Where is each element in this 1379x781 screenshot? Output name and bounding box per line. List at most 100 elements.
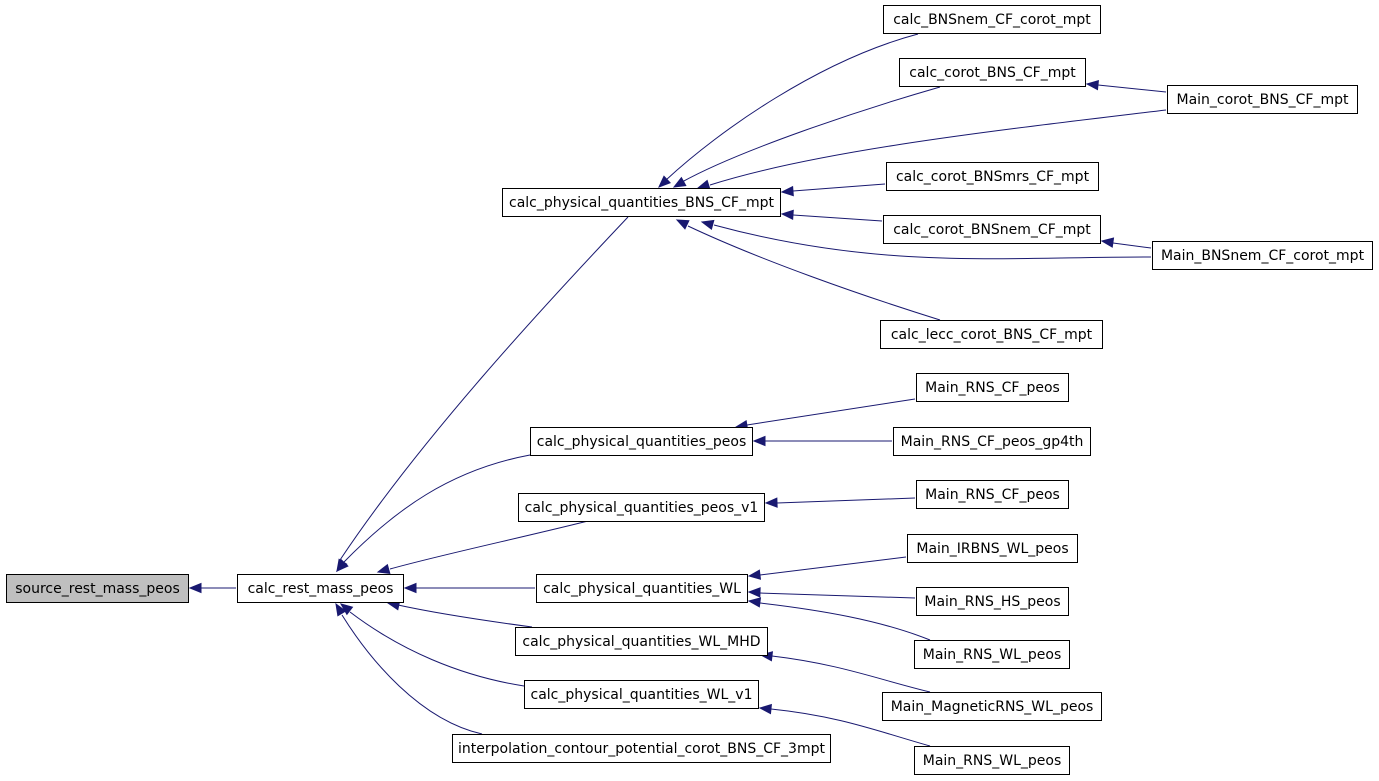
node-box[interactable] xyxy=(883,5,1101,34)
node-box[interactable] xyxy=(914,640,1070,669)
node-box[interactable] xyxy=(452,734,831,763)
node-box[interactable] xyxy=(916,480,1069,509)
node-box[interactable] xyxy=(524,680,759,709)
node-box[interactable] xyxy=(237,574,404,603)
node-label: calc_physical_quantities_BNS_CF_mpt xyxy=(509,195,774,211)
node-label: Main_corot_BNS_CF_mpt xyxy=(1177,92,1350,108)
node-box[interactable] xyxy=(883,215,1101,244)
edge-line xyxy=(709,109,1167,186)
node-label: Main_RNS_CF_peos_gp4th xyxy=(901,434,1084,450)
node-box[interactable] xyxy=(536,574,748,603)
edge-calc_corot_BNS_CF_mpt-to-calc_physical_quantities_BNS_CF_mpt xyxy=(672,86,941,188)
node-calc_physical_quantities_WL[interactable]: calc_physical_quantities_WL xyxy=(536,574,748,603)
node-box[interactable] xyxy=(916,587,1069,616)
node-label: calc_corot_BNSnem_CF_mpt xyxy=(893,222,1091,238)
node-Main_RNS_CF_peos_a[interactable]: Main_RNS_CF_peos xyxy=(916,373,1069,402)
edge-Main_corot_BNS_CF_mpt-to-calc_corot_BNS_CF_mpt xyxy=(1085,79,1167,93)
node-interpolation_contour_potential_corot_BNS_CF_3mpt[interactable]: interpolation_contour_potential_corot_BN… xyxy=(452,734,831,763)
node-label: Main_BNSnem_CF_corot_mpt xyxy=(1161,248,1365,264)
node-label: calc_BNSnem_CF_corot_mpt xyxy=(893,12,1091,28)
node-label: Main_RNS_CF_peos xyxy=(925,380,1060,396)
arrowhead-icon xyxy=(658,175,671,188)
node-label: calc_physical_quantities_WL_MHD xyxy=(522,634,760,650)
node-box[interactable] xyxy=(916,373,1069,402)
edge-line xyxy=(389,520,589,570)
node-label: interpolation_contour_potential_corot_BN… xyxy=(458,741,825,757)
arrowhead-icon xyxy=(747,587,761,598)
edge-line xyxy=(343,454,531,563)
node-Main_corot_BNS_CF_mpt[interactable]: Main_corot_BNS_CF_mpt xyxy=(1167,85,1358,114)
node-label: Main_IRBNS_WL_peos xyxy=(916,541,1068,557)
node-calc_rest_mass_peos[interactable]: calc_rest_mass_peos xyxy=(237,574,404,603)
node-box[interactable] xyxy=(907,534,1078,563)
node-label: Main_RNS_WL_peos xyxy=(923,647,1062,663)
edge-line xyxy=(792,183,886,192)
node-label: calc_rest_mass_peos xyxy=(248,581,394,597)
arrowhead-icon xyxy=(403,582,417,594)
node-box[interactable] xyxy=(502,188,781,217)
arrowhead-icon xyxy=(752,435,766,447)
arrowhead-icon xyxy=(758,703,772,715)
node-source_rest_mass_peos[interactable]: source_rest_mass_peos xyxy=(6,574,189,603)
node-calc_corot_BNSnem_CF_mpt[interactable]: calc_corot_BNSnem_CF_mpt xyxy=(883,215,1101,244)
arrowhead-icon xyxy=(672,176,687,188)
node-Main_BNSnem_CF_corot_mpt[interactable]: Main_BNSnem_CF_corot_mpt xyxy=(1152,241,1373,270)
node-box[interactable] xyxy=(530,427,753,456)
node-calc_physical_quantities_WL_MHD[interactable]: calc_physical_quantities_WL_MHD xyxy=(515,627,768,656)
edge-interpolation_contour_potential_corot_BNS_CF_3mpt-to-calc_rest_mass_peos xyxy=(335,602,483,735)
node-calc_physical_quantities_WL_v1[interactable]: calc_physical_quantities_WL_v1 xyxy=(524,680,759,709)
node-label: calc_physical_quantities_WL_v1 xyxy=(531,687,753,703)
edge-calc_corot_BNSmrs_CF_mpt-to-calc_physical_quantities_BNS_CF_mpt xyxy=(780,183,886,197)
node-label: calc_corot_BNSmrs_CF_mpt xyxy=(896,169,1090,185)
node-Main_RNS_WL_peos_b[interactable]: Main_RNS_WL_peos xyxy=(914,746,1070,775)
arrowhead-icon xyxy=(675,219,690,230)
node-label: Main_RNS_WL_peos xyxy=(923,753,1062,769)
node-calc_physical_quantities_BNS_CF_mpt[interactable]: calc_physical_quantities_BNS_CF_mpt xyxy=(502,188,781,217)
node-box[interactable] xyxy=(880,320,1103,349)
node-box[interactable] xyxy=(518,493,765,522)
edge-calc_BNSnem_CF_corot_mpt-to-calc_physical_quantities_BNS_CF_mpt xyxy=(658,33,919,188)
edge-line xyxy=(759,556,907,576)
node-calc_lecc_corot_BNS_CF_mpt[interactable]: calc_lecc_corot_BNS_CF_mpt xyxy=(880,320,1103,349)
edge-Main_BNSnem_CF_corot_mpt-to-calc_corot_BNSnem_CF_mpt xyxy=(1100,237,1152,249)
edge-calc_physical_quantities_WL-to-calc_rest_mass_peos xyxy=(403,582,535,594)
node-box[interactable] xyxy=(886,162,1099,191)
node-Main_IRBNS_WL_peos[interactable]: Main_IRBNS_WL_peos xyxy=(907,534,1078,563)
edge-line xyxy=(746,398,916,426)
node-Main_RNS_CF_peos_gp4th[interactable]: Main_RNS_CF_peos_gp4th xyxy=(893,427,1091,456)
arrowhead-icon xyxy=(376,563,391,575)
arrowhead-icon xyxy=(780,185,794,197)
node-Main_RNS_CF_peos_b[interactable]: Main_RNS_CF_peos xyxy=(916,480,1069,509)
node-calc_BNSnem_CF_corot_mpt[interactable]: calc_BNSnem_CF_corot_mpt xyxy=(883,5,1101,34)
node-calc_physical_quantities_peos[interactable]: calc_physical_quantities_peos xyxy=(530,427,753,456)
arrowhead-icon xyxy=(339,603,354,616)
node-box[interactable] xyxy=(882,692,1102,721)
node-calc_corot_BNS_CF_mpt[interactable]: calc_corot_BNS_CF_mpt xyxy=(899,58,1086,87)
node-box[interactable] xyxy=(899,58,1086,87)
node-box[interactable] xyxy=(893,427,1091,456)
edge-line xyxy=(713,224,1152,260)
edge-line xyxy=(397,604,533,628)
node-box[interactable] xyxy=(6,574,189,603)
edge-line xyxy=(341,614,483,735)
edge-calc_physical_quantities_WL_v1-to-calc_rest_mass_peos xyxy=(339,603,525,687)
node-box[interactable] xyxy=(914,746,1070,775)
node-box[interactable] xyxy=(1167,85,1358,114)
arrowhead-icon xyxy=(336,559,349,572)
node-label: calc_physical_quantities_peos xyxy=(537,434,747,450)
node-calc_physical_quantities_peos_v1[interactable]: calc_physical_quantities_peos_v1 xyxy=(518,493,765,522)
node-box[interactable] xyxy=(515,627,768,656)
edge-line xyxy=(339,216,629,561)
edge-line xyxy=(1097,84,1167,93)
node-calc_corot_BNSmrs_CF_mpt[interactable]: calc_corot_BNSmrs_CF_mpt xyxy=(886,162,1099,191)
node-Main_RNS_WL_peos_a[interactable]: Main_RNS_WL_peos xyxy=(914,640,1070,669)
node-box[interactable] xyxy=(1152,241,1373,270)
edge-Main_MagneticRNS_WL_peos-to-calc_physical_quantities_WL_MHD xyxy=(759,651,931,693)
edge-Main_RNS_WL_peos_a-to-calc_physical_quantities_WL xyxy=(747,597,931,641)
node-Main_RNS_HS_peos[interactable]: Main_RNS_HS_peos xyxy=(916,587,1069,616)
edge-calc_rest_mass_peos-to-source_rest_mass_peos xyxy=(188,582,236,594)
node-label: calc_lecc_corot_BNS_CF_mpt xyxy=(891,327,1093,343)
node-Main_MagneticRNS_WL_peos[interactable]: Main_MagneticRNS_WL_peos xyxy=(882,692,1102,721)
edge-line xyxy=(771,655,931,693)
